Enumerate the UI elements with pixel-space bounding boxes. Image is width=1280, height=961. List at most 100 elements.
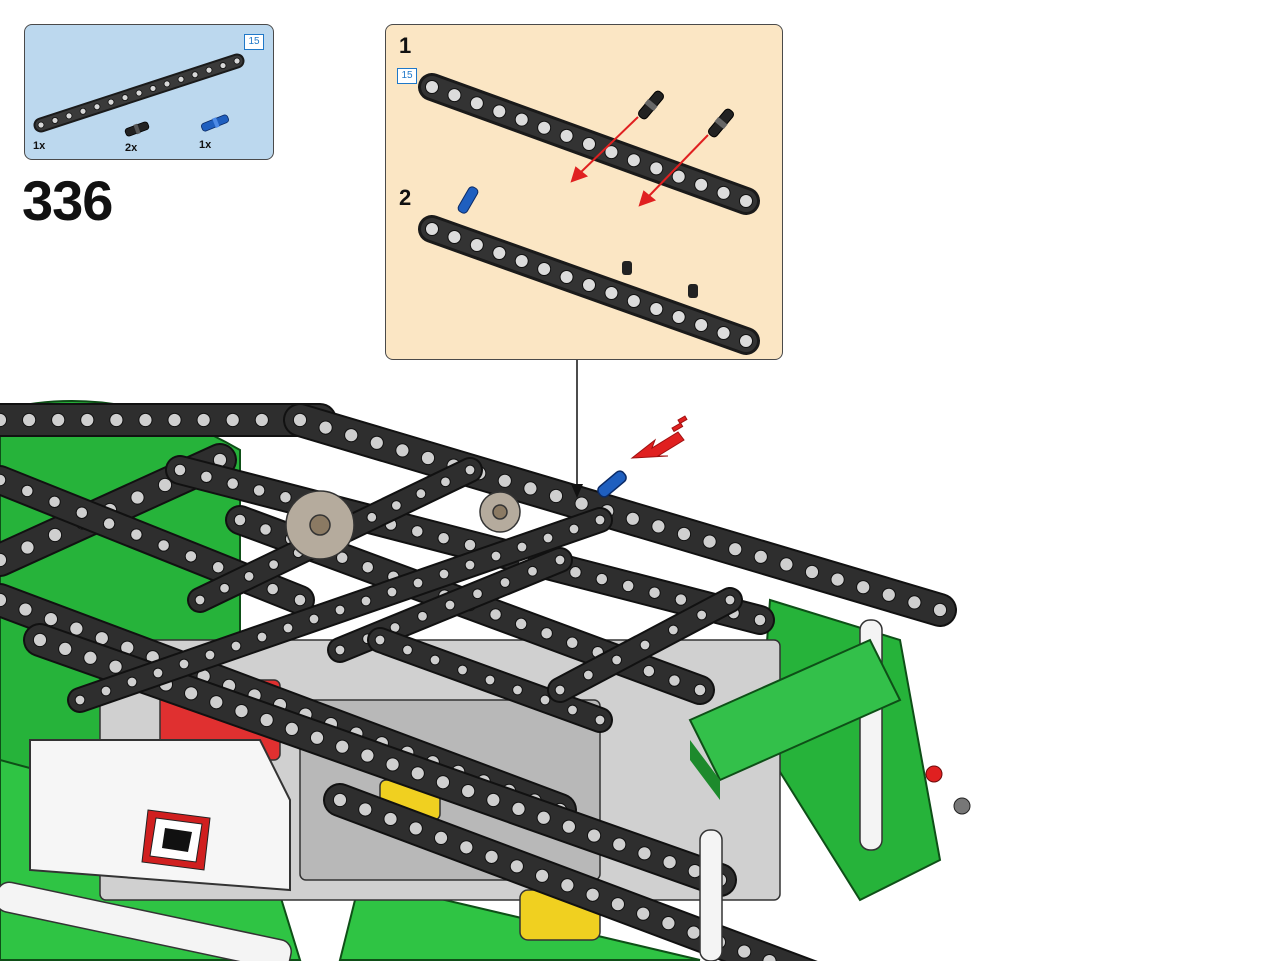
beam-hole [94,631,109,646]
beam-hole [511,801,526,816]
beam-hole [121,94,129,101]
direction-arrow-icon [630,415,688,459]
beam-hole [185,465,200,480]
beam-hole [716,185,731,200]
beam-hole [542,532,554,544]
beam-hole [259,712,274,728]
beam-hole [594,714,606,726]
beam-hole [621,579,635,593]
beam-hole [292,547,304,559]
beam-hole [932,602,948,618]
beam-hole [686,925,701,940]
beam-hole [0,592,8,608]
beam-hole [586,828,602,843]
beam-hole [360,595,372,607]
beam-hole [256,631,268,643]
beam-hole [711,935,727,950]
beam-hole [209,695,224,710]
beam-hole [358,802,373,817]
beam-hole [145,650,160,665]
beam-hole [461,784,476,799]
beam-hole [282,622,294,634]
beam-hole [499,577,511,588]
beam-hole [272,697,288,713]
beam-hole [661,916,676,931]
chassis-beam-outline [547,587,743,703]
beam-hole [0,473,7,487]
beam-hole [167,412,182,428]
beam-hole [626,294,641,308]
beam-hole [284,532,298,546]
beam-hole [69,621,84,636]
beam-hole [284,721,299,736]
chassis-beam-holes [233,513,707,697]
substep-2-beam-icon [418,215,760,355]
chassis-beam-outline [283,403,957,627]
beam-hole [469,238,484,252]
beam-hole [395,443,410,458]
beam-hole [514,112,529,127]
chassis-beam-outline [165,455,775,635]
beam-hole [497,473,512,488]
chassis-beam-holes [334,554,566,656]
beam-hole [171,659,186,674]
beam-hole [279,491,292,504]
chassis-beam [285,405,955,625]
red-pin-icon [925,765,971,815]
beam-hole [196,412,211,428]
beam-hole [739,194,753,208]
beam-hole [412,579,426,593]
beam-hole [425,80,439,94]
beam-hole [349,726,364,741]
beam-hole [536,810,551,825]
beam-hole [293,593,307,607]
beam-hole [737,944,752,959]
beam-hole [489,608,502,621]
beam-hole [535,868,550,883]
beam-hole [566,636,579,649]
beam-hole [109,412,124,428]
blue-axle-pin-icon [201,114,229,132]
beam-hole [463,538,477,552]
beam-hole [420,450,436,466]
beam-hole [490,545,503,559]
beam-hole [674,593,688,606]
beam-hole [639,639,651,651]
beam-hole [694,177,709,192]
chassis-beam-holes [332,792,777,961]
beam-hole [435,775,451,790]
beam-hole [702,534,717,549]
beam-hole [527,793,542,808]
beam-hole [323,716,339,732]
beam-hole [239,571,252,585]
beam-hole [540,627,553,640]
beam-hole [486,792,501,808]
beam-hole [447,88,462,103]
beam-hole [727,606,740,620]
chassis-beam [0,467,313,613]
beam-hole [830,572,845,587]
beam-hole [336,551,349,564]
beam-hole [205,66,213,74]
chassis-beam-holes [292,412,948,618]
beam-hole [65,112,73,120]
beam-hole [225,412,240,428]
chassis-beam-holes [0,452,228,568]
beam-hole [484,849,499,864]
beam-hole [149,85,157,92]
nitro-race-team-decal [688,638,902,800]
beam-hole [196,669,211,684]
beam-hole [484,674,496,686]
chassis-beam [329,549,571,661]
chassis-beam-holes [374,634,606,726]
beam-hole [385,757,400,772]
chassis-beam-outline [0,443,237,577]
beam-hole [268,559,279,570]
beam-hole [157,477,173,493]
beam-hole [247,688,262,703]
beam-hole [469,96,484,111]
beam-hole [512,684,523,696]
beam-hole [283,412,299,428]
chassis-beam [549,589,741,701]
beam-hole [120,640,135,655]
